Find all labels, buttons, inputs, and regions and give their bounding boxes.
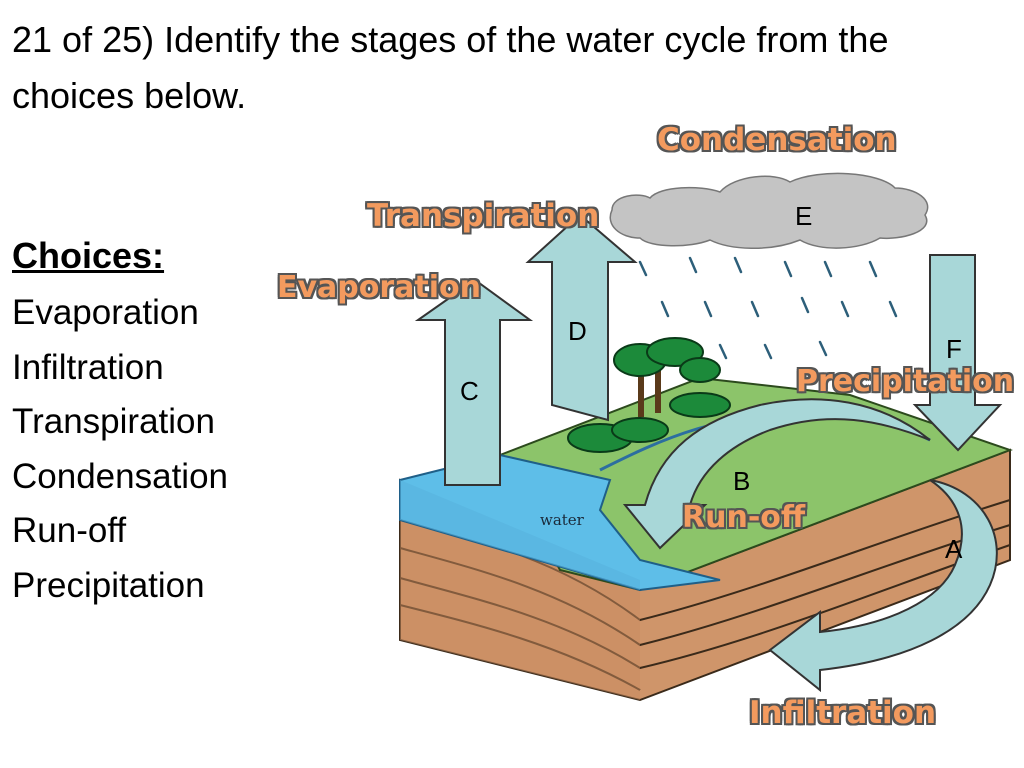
choice-infiltration: Infiltration	[12, 347, 164, 387]
answer-infiltration: Infiltration	[749, 695, 937, 731]
choice-precipitation: Precipitation	[12, 565, 205, 605]
answer-run-off: Run-off	[682, 500, 806, 535]
label-d: D	[568, 316, 587, 346]
answer-transpiration: Transpiration	[367, 198, 600, 234]
trees-icon	[567, 337, 731, 453]
water-cycle-diagram: water E C D F B	[399, 172, 1013, 702]
label-e: E	[795, 201, 812, 231]
answer-evaporation: Evaporation	[277, 270, 482, 305]
arrow-c	[414, 278, 534, 486]
label-f: F	[946, 334, 962, 364]
choice-evaporation: Evaporation	[12, 293, 199, 332]
rain-icon	[638, 256, 898, 360]
label-c: C	[460, 376, 479, 406]
choices-heading: Choices:	[12, 235, 165, 276]
label-a: A	[945, 534, 963, 564]
water-label: water	[540, 511, 585, 529]
cloud-icon	[609, 172, 929, 249]
label-b: B	[733, 466, 750, 496]
choice-condensation: Condensation	[12, 456, 228, 496]
arrow-f	[912, 254, 1003, 452]
water-body	[399, 453, 721, 592]
arrow-d	[525, 213, 638, 422]
arrow-a	[768, 479, 998, 693]
question-text: 21 of 25) Identify the stages of the wat…	[12, 19, 889, 116]
answer-precipitation: Precipitation	[796, 364, 1015, 399]
choices-list: Evaporation Infiltration Transpiration C…	[12, 286, 228, 613]
arrow-b	[622, 398, 931, 550]
answer-condensation: Condensation	[657, 122, 897, 158]
choice-transpiration: Transpiration	[12, 402, 215, 441]
choice-run-off: Run-off	[12, 511, 127, 550]
